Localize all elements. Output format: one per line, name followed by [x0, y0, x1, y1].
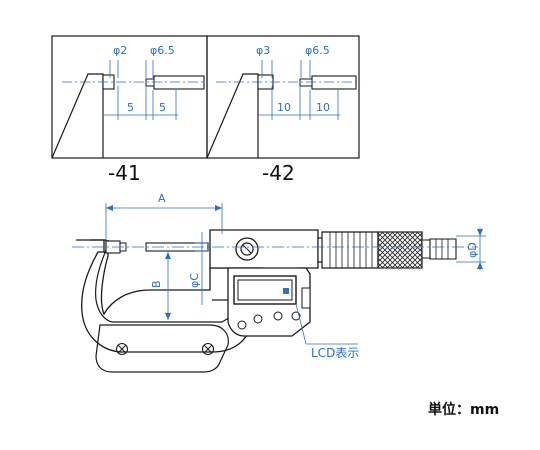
detail-41-spindle-tip: [145, 78, 155, 87]
detail-41-step-left: 5: [127, 101, 134, 114]
detail-42-dimension-lines: [258, 60, 340, 120]
detail-42-spindle-tip: [299, 78, 313, 87]
detail-42: φ3 φ6.5 10 10 -42: [206, 35, 360, 185]
dim-d-label: φD: [466, 242, 479, 258]
ratchet-stop[interactable]: [429, 238, 457, 260]
dim-b-label: B: [150, 280, 163, 288]
unit-label: 単位：mm: [428, 401, 499, 418]
dim-a-label: A: [158, 192, 166, 205]
detail-41-dimension-lines: [103, 60, 178, 120]
frame-inner-line: [76, 239, 233, 323]
lcd-screen: [237, 279, 293, 301]
main-dimensions: A B φC φD LCD表示: [105, 192, 486, 360]
lcd-display-label: LCD表示: [311, 346, 359, 360]
detail-42-step-left: 10: [277, 101, 291, 114]
detail-42-frame: [206, 35, 360, 159]
detail-41: φ2 φ6.5 5 5 -41: [51, 35, 208, 185]
detail-42-spindle: [311, 75, 357, 90]
thimble-graduations: [329, 232, 373, 268]
lcd-indicator: [283, 288, 289, 294]
detail-41-dia-right: φ6.5: [150, 44, 175, 57]
plate-screw-right: [201, 342, 215, 356]
detail-41-step-right: 5: [159, 101, 166, 114]
detail-41-dia-left: φ2: [113, 44, 127, 57]
detail-41-frame-edge: [51, 73, 104, 159]
plate-screw-left: [115, 342, 129, 356]
hold-button[interactable]: [273, 311, 283, 321]
detail-41-frame: [51, 35, 208, 159]
knurled-ratchet[interactable]: [377, 231, 423, 269]
detail-41-spindle: [153, 75, 205, 90]
frame-outline: [81, 239, 301, 353]
ratchet-neck: [421, 239, 431, 259]
power-button[interactable]: [291, 311, 301, 321]
detail-42-frame-edge: [206, 73, 259, 159]
mode-button[interactable]: [237, 320, 247, 330]
zero-button[interactable]: [253, 314, 263, 324]
micrometer-main: [72, 229, 478, 373]
detail-42-dia-left: φ3: [256, 44, 270, 57]
detail-42-dia-right: φ6.5: [305, 44, 330, 57]
clamp-knob[interactable]: [235, 237, 259, 261]
frame-plate: [95, 324, 229, 373]
detail-42-caption: -42: [262, 161, 295, 185]
detail-41-caption: -41: [108, 161, 141, 185]
detail-42-step-right: 10: [316, 101, 330, 114]
side-panel: [301, 287, 311, 309]
ratchet-stop-grooves: [435, 239, 449, 259]
dim-c-label: φC: [188, 273, 201, 288]
